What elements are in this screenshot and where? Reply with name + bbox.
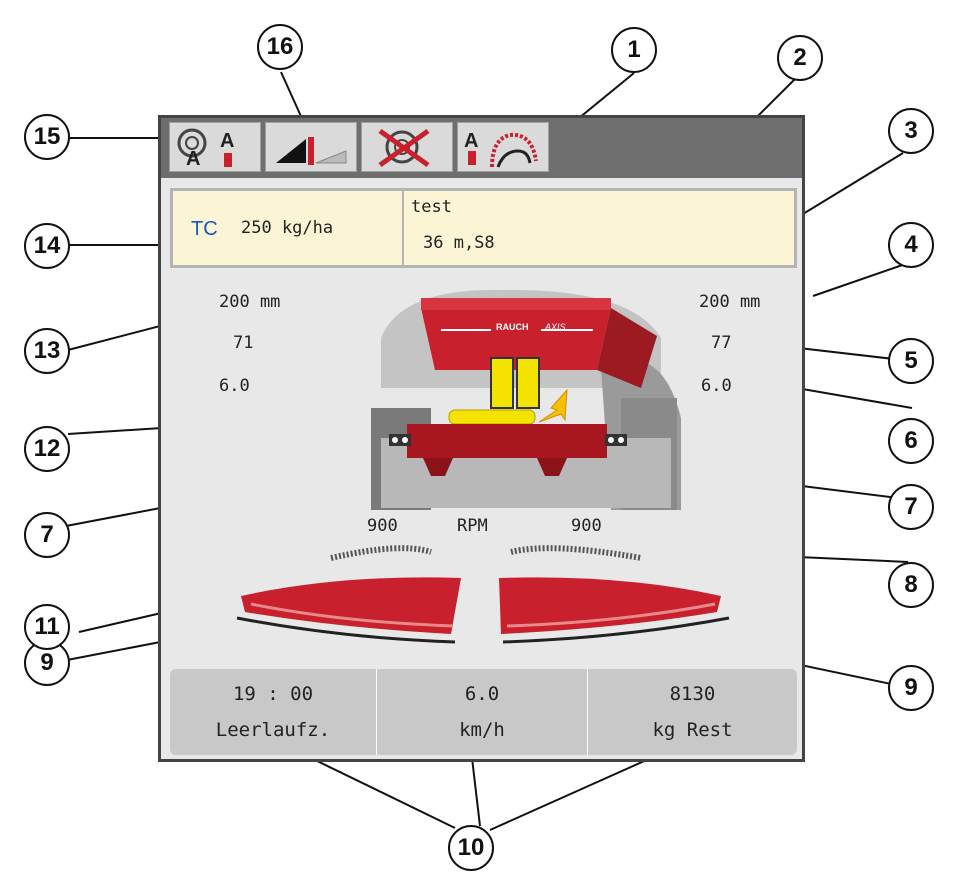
speed-value: 6.0 (464, 683, 500, 705)
left-shutter-value: 71 (233, 333, 254, 353)
right-rate-value: 6.0 (701, 376, 732, 396)
brand-label: RAUCH (496, 322, 529, 332)
status-bar: 19 : 00 Leerlaufz. 6.0 km/h 8130 kg Rest (170, 669, 797, 755)
spreader-illustration (371, 289, 681, 510)
callout-8: 8 (888, 562, 934, 608)
right-shutter-value: 77 (711, 333, 732, 353)
remaining-cell[interactable]: 8130 kg Rest (588, 669, 797, 755)
top-toolbar: A A A (161, 118, 802, 178)
spread-pattern-icon[interactable] (265, 122, 357, 172)
callout-13: 13 (24, 328, 70, 374)
callout-15: 15 (24, 114, 70, 160)
svg-text:A: A (464, 130, 478, 152)
product-info-box[interactable]: TC 250 kg/ha test 36 m,S8 (170, 188, 797, 268)
callout-4: 4 (888, 222, 934, 268)
svg-text:A: A (186, 148, 200, 170)
application-rate: 250 kg/ha (241, 218, 334, 238)
callout-11: 11 (24, 604, 70, 650)
speed-cell[interactable]: 6.0 km/h (377, 669, 588, 755)
rpm-label: RPM (457, 516, 488, 536)
idle-time-label: Leerlaufz. (215, 719, 331, 741)
terminal-screen: A A A (158, 115, 805, 762)
section-control-auto-icon[interactable]: A A (169, 122, 261, 172)
speed-label: km/h (459, 719, 505, 741)
right-drop-point: 200 mm (699, 292, 761, 312)
callout-1: 1 (611, 27, 657, 73)
right-rpm: 900 (571, 516, 602, 536)
callout-9-right: 9 (888, 665, 934, 711)
left-rpm: 900 (367, 516, 398, 536)
callout-7-left: 7 (24, 512, 70, 558)
left-rate-value: 6.0 (219, 376, 250, 396)
left-drop-point: 200 mm (219, 292, 281, 312)
infobox-divider (402, 191, 404, 265)
svg-text:A: A (220, 130, 234, 152)
remaining-value: 8130 (669, 683, 716, 705)
callout-14: 14 (24, 223, 70, 269)
idle-time-value: 19 : 00 (232, 683, 314, 705)
spread-pattern-display (236, 545, 730, 644)
callout-7-right: 7 (888, 484, 934, 530)
remaining-label: kg Rest (652, 719, 733, 741)
gps-off-icon[interactable] (361, 122, 453, 172)
callout-12: 12 (24, 426, 70, 472)
model-label: AXIS (545, 322, 566, 332)
fertilizer-name: test (411, 197, 452, 217)
callout-5: 5 (888, 338, 934, 384)
auto-border-spreading-icon[interactable]: A (457, 122, 549, 172)
callout-16: 16 (257, 24, 303, 70)
tc-label: TC (191, 218, 218, 240)
working-width: 36 m,S8 (423, 233, 495, 253)
idle-time-cell[interactable]: 19 : 00 Leerlaufz. (170, 669, 377, 755)
callout-3: 3 (888, 108, 934, 154)
callout-2: 2 (777, 35, 823, 81)
callout-10: 10 (448, 825, 494, 871)
callout-6: 6 (888, 418, 934, 464)
